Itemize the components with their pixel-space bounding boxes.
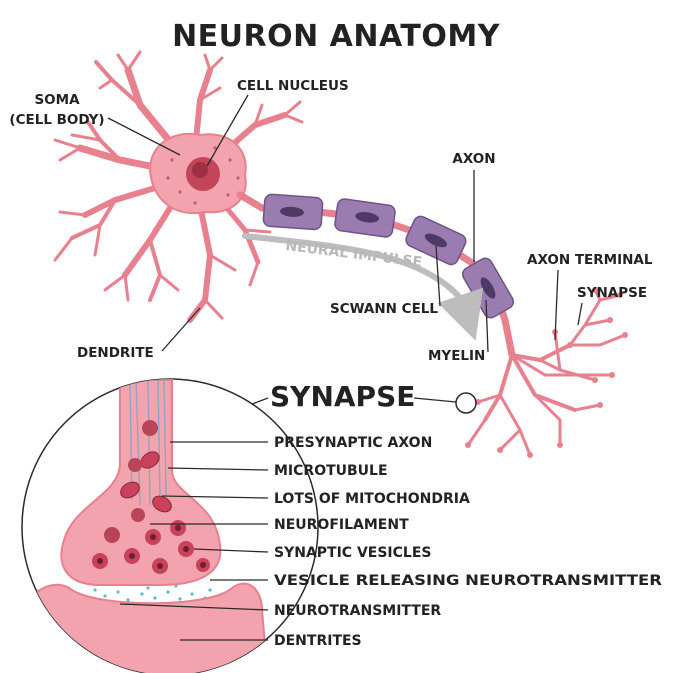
neural-impulse-arrow — [242, 233, 484, 341]
axon-terminal-branches — [466, 288, 627, 457]
synapse-detail-circle — [21, 378, 319, 673]
terminal-synapse-leader — [577, 302, 583, 326]
synaptic-vesicles-label: SYNAPTIC VESICLES — [274, 545, 431, 561]
myelin-sheaths — [262, 193, 515, 319]
synapse-heading-leader-right — [413, 397, 457, 403]
microtubule-label: MICROTUBULE — [274, 463, 388, 479]
presynaptic-axon-label: PRESYNAPTIC AXON — [274, 435, 432, 451]
dendrite-leader — [161, 307, 201, 352]
neurofilament-label: NEUROFILAMENT — [274, 517, 409, 533]
synaptic-vesicles — [92, 520, 210, 574]
synapse-heading: SYNAPSE — [270, 380, 415, 413]
soma — [148, 132, 247, 215]
dendrite-label: DENDRITE — [77, 345, 154, 361]
soma-label-sub: (CELL BODY) — [9, 112, 104, 128]
schwann-cell-leader — [435, 245, 441, 307]
myelin-label: MYELIN — [428, 348, 485, 364]
terminal-synapse-label: SYNAPSE — [577, 285, 647, 301]
axon-terminal-label: AXON TERMINAL — [527, 252, 653, 268]
neural-impulse-label: NEURAL IMPULSE — [285, 238, 423, 271]
myelin-leader — [485, 299, 489, 353]
synapse-marker — [455, 392, 477, 414]
mitochondria-label: LOTS OF MITOCHONDRIA — [274, 491, 470, 507]
schwann-cell-label: SCWANN CELL — [330, 301, 438, 317]
dentrites-label: DENTRITES — [274, 633, 362, 649]
soma-leader — [107, 117, 181, 156]
axon-label: AXON — [452, 151, 495, 167]
neurotransmitter-label: NEUROTRANSMITTER — [274, 603, 441, 619]
vesicle-releasing-label: VESICLE RELEASING NEUROTRANSMITTER — [274, 573, 662, 589]
diagram-title: NEURON ANATOMY — [172, 19, 501, 54]
cell-nucleus-label: CELL NUCLEUS — [237, 78, 349, 94]
axon-terminal-leader — [554, 269, 559, 341]
synapse-part-leaders — [119, 441, 269, 641]
soma-label: SOMA — [34, 92, 80, 108]
mitochondria — [120, 451, 172, 513]
microtubules — [129, 379, 167, 506]
cell-nucleus-leader — [206, 94, 249, 167]
